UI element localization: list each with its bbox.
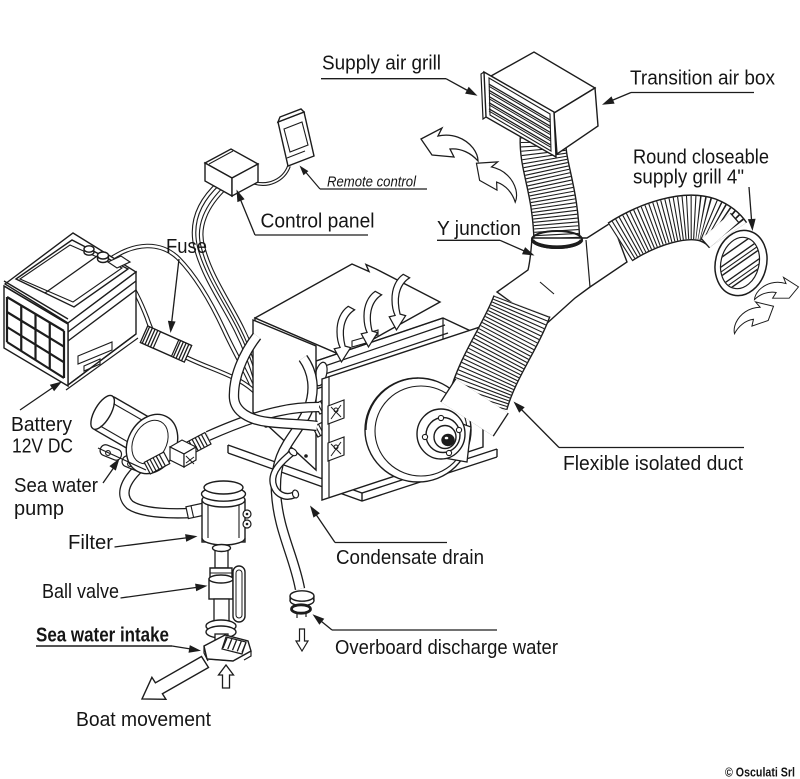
svg-text:Transition air box: Transition air box	[630, 67, 776, 90]
svg-text:Remote control: Remote control	[327, 175, 417, 191]
svg-text:pump: pump	[14, 497, 64, 520]
svg-text:Ball valve: Ball valve	[42, 580, 119, 603]
svg-text:12V DC: 12V DC	[12, 435, 73, 458]
svg-text:Supply air grill: Supply air grill	[322, 52, 441, 75]
svg-text:Condensate drain: Condensate drain	[336, 546, 484, 569]
svg-text:Sea water: Sea water	[14, 474, 98, 497]
svg-text:Control panel: Control panel	[261, 210, 375, 233]
svg-text:Overboard discharge water: Overboard discharge water	[335, 636, 558, 659]
svg-text:Flexible isolated duct: Flexible isolated duct	[563, 452, 743, 475]
svg-text:supply grill 4": supply grill 4"	[633, 166, 744, 189]
svg-text:Battery: Battery	[11, 413, 73, 436]
svg-text:Filter: Filter	[68, 531, 113, 554]
svg-text:Boat movement: Boat movement	[76, 708, 211, 731]
svg-text:Fuse: Fuse	[166, 235, 207, 258]
svg-text:Y junction: Y junction	[437, 217, 521, 240]
svg-text:© Osculati Srl: © Osculati Srl	[725, 765, 795, 779]
svg-text:Round closeable: Round closeable	[633, 146, 769, 169]
svg-text:Sea water intake: Sea water intake	[36, 624, 169, 647]
